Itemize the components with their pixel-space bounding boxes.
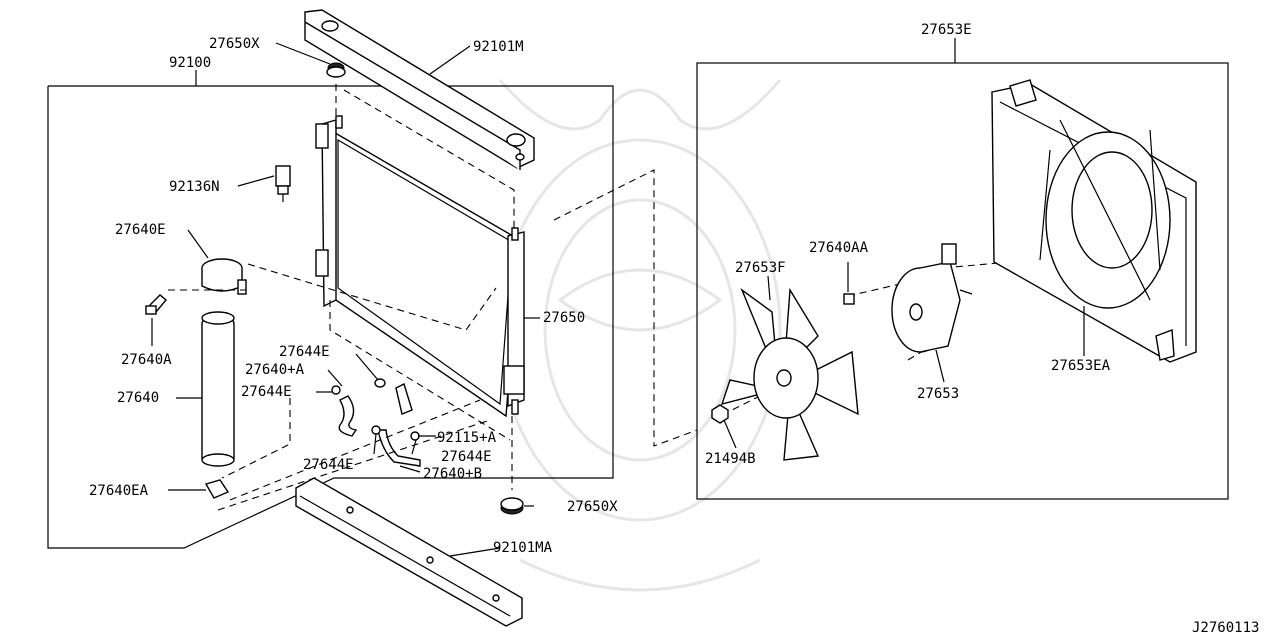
diagram-code: J2760113 bbox=[1192, 620, 1259, 636]
label-27640E: 27640E bbox=[115, 222, 166, 238]
group-box-27653E bbox=[696, 62, 1229, 500]
label-27644E-4: 27644E bbox=[303, 457, 354, 473]
nut-21494B bbox=[711, 404, 729, 424]
leader-lines bbox=[151, 42, 1085, 557]
label-27644E-3: 27644E bbox=[441, 449, 492, 465]
fan-blades-27653F bbox=[720, 287, 859, 461]
label-92100: 92100 bbox=[169, 55, 211, 71]
label-21494B: 21494B bbox=[705, 451, 756, 467]
label-27640AA: 27640AA bbox=[809, 240, 869, 256]
label-27640A: 27640A bbox=[121, 352, 172, 368]
watermark-crest bbox=[498, 79, 782, 592]
label-27644E-2: 27644E bbox=[241, 384, 292, 400]
pipes bbox=[331, 378, 421, 467]
label-27640pA: 27640+A bbox=[245, 362, 305, 378]
assembly-lines bbox=[168, 84, 1011, 511]
label-27653E: 27653E bbox=[921, 22, 972, 38]
upper-support-92101M bbox=[304, 9, 535, 170]
label-27650: 27650 bbox=[543, 310, 585, 326]
fan-motor-27653 bbox=[891, 243, 973, 353]
mount-rubber-top bbox=[326, 62, 346, 78]
label-27650X-bottom: 27650X bbox=[567, 499, 618, 515]
mount-rubber-bottom bbox=[500, 497, 524, 515]
drier-bracket-27640E bbox=[201, 258, 247, 295]
receiver-drier-27640 bbox=[201, 311, 235, 467]
clip-27640EA bbox=[204, 479, 230, 499]
pressure-sensor-92136N bbox=[275, 165, 291, 202]
label-27653: 27653 bbox=[917, 386, 959, 402]
label-92101MA: 92101MA bbox=[493, 540, 553, 556]
bolt-27640A bbox=[145, 294, 167, 315]
label-27640EA: 27640EA bbox=[89, 483, 149, 499]
label-27640: 27640 bbox=[117, 390, 159, 406]
label-92115pA: 92115+A bbox=[437, 430, 497, 446]
label-27640pB: 27640+B bbox=[423, 466, 482, 482]
label-92136N: 92136N bbox=[169, 179, 220, 195]
lower-support-92101MA bbox=[295, 477, 523, 627]
group-box-92100 bbox=[47, 85, 614, 549]
screw-27640AA bbox=[843, 293, 855, 305]
label-27653EA: 27653EA bbox=[1051, 358, 1111, 374]
label-27650X-top: 27650X bbox=[209, 36, 260, 52]
label-27644E-1: 27644E bbox=[279, 344, 330, 360]
fan-shroud-27653EA bbox=[991, 79, 1197, 363]
label-27653F: 27653F bbox=[735, 260, 786, 276]
condenser-27650 bbox=[315, 115, 525, 418]
label-92101M: 92101M bbox=[473, 39, 524, 55]
